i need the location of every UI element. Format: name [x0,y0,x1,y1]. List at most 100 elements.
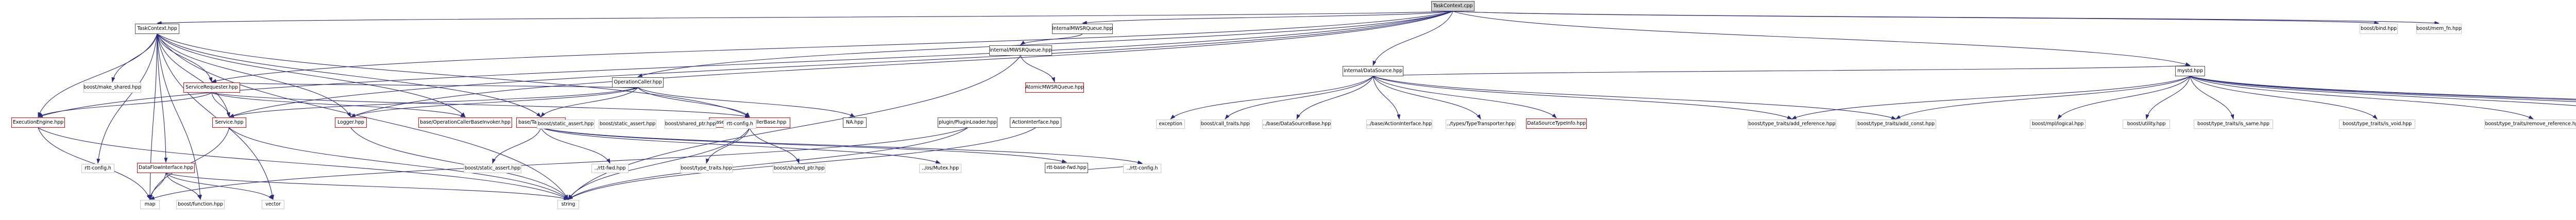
graph-node[interactable]: internal/MWSRQueue.hpp [989,45,1052,56]
graph-node[interactable]: plugin/PluginLoader.hpp [938,117,997,128]
graph-edge [229,127,569,200]
graph-node[interactable]: boost/shared_ptr.hpp [773,164,825,173]
graph-node[interactable]: boost/function.hpp [176,200,225,209]
graph-node[interactable]: boost/type_traits/is_same.hpp [2194,120,2273,129]
graph-node[interactable]: Logger.hpp [335,117,367,128]
graph-edge [111,33,158,83]
graph-node[interactable]: ExecutionEngine.hpp [11,117,65,128]
node-label: boost/type_traits/remove_reference.hpp [2485,121,2576,127]
graph-edge [2190,76,2234,120]
node-label: exception [1159,121,1182,127]
node-label: Logger.hpp [337,120,364,126]
graph-edge [540,87,638,117]
graph-root-node[interactable]: TaskContext.cpp [1431,1,1475,11]
graph-node[interactable]: rtt-config.h [723,120,756,129]
node-label: rtt-config.h [84,165,111,172]
graph-node[interactable]: DataFlowInterface.hpp [137,163,195,173]
graph-node[interactable]: InternalMWSRQueue.hpp [1052,24,1113,34]
graph-node[interactable]: map [140,200,160,209]
graph-node[interactable]: ../base/ActionInterface.hpp [1366,120,1432,129]
graph-edge [1372,76,1897,120]
graph-edge [38,127,150,200]
graph-node[interactable]: boost/mpl/logical.hpp [2030,120,2086,129]
graph-edge [2190,76,2378,120]
graph-node[interactable]: exception [1156,120,1185,129]
graph-node[interactable]: TaskContext.hpp [135,24,179,34]
graph-edge [1372,76,1481,120]
graph-edge [38,127,569,200]
node-label: internal/DataSource.hpp [1344,68,1402,74]
graph-edge [2145,76,2191,120]
node-label: InternalMWSRQueue.hpp [1052,26,1113,32]
graph-node[interactable]: boost/static_assert.hpp [599,120,656,129]
graph-node[interactable]: ActionInterface.hpp [1010,117,1061,128]
graph-node[interactable]: boost/utility.hpp [2123,120,2170,129]
graph-node[interactable]: rtt-config.h [81,164,114,173]
graph-edge [1791,76,2191,120]
graph-node[interactable]: boost/type_traits/add_reference.hpp [1748,120,1836,129]
graph-edge [157,33,750,117]
graph-edge [540,127,1067,163]
graph-node[interactable]: string [557,200,579,209]
graph-node[interactable]: boost/type_traits/is_void.hpp [2339,120,2415,129]
node-label: boost/bind.hpp [2361,26,2397,32]
node-label: boost/call_traits.hpp [1200,121,1250,127]
graph-node[interactable]: boost/type_traits/remove_reference.hpp [2484,120,2576,129]
graph-node[interactable]: ../os/Mutex.hpp [919,164,961,173]
graph-edge [1372,76,1557,119]
graph-node[interactable]: ../rtt-fwd.hpp [591,164,629,173]
graph-edge [157,33,213,83]
graph-edge [149,127,968,200]
graph-node[interactable]: mystd.hpp [2175,66,2205,76]
graph-edge [157,33,351,117]
node-label: boost/type_traits/add_const.hpp [1857,121,1935,127]
graph-edge [1020,55,1055,83]
node-label: Service.hpp [215,120,244,126]
graph-node[interactable]: boost/bind.hpp [2360,24,2398,34]
graph-edge [540,127,1143,164]
graph-edge [637,11,1453,77]
graph-node[interactable]: base/OperationCallerBaseInvoker.hpp [418,117,512,128]
graph-edge [157,33,230,118]
graph-node[interactable]: DataSourceTypeInfo.hpp [1526,119,1587,129]
graph-node[interactable]: AtomicMWSRQueue.hpp [1025,82,1084,93]
node-label: boost/type_traits/add_reference.hpp [1748,121,1836,127]
graph-edge [1372,11,1453,66]
graph-node[interactable]: boost/mem_fn.hpp [2416,24,2462,34]
graph-node[interactable]: boost/shared_ptr.hpp [665,120,716,129]
node-label: ../os/Mutex.hpp [921,165,959,172]
graph-node[interactable]: ../base/DataSourceBase.hpp [1262,120,1331,129]
graph-edge [749,127,800,164]
graph-edge [228,87,638,117]
node-label: OperationCaller.hpp [614,79,662,86]
graph-edge [350,127,569,200]
graph-node[interactable]: ../rtt-config.h [1123,164,1161,173]
graph-node[interactable]: Service.hpp [212,117,246,128]
graph-node[interactable]: boost/make_shared.hpp [83,82,141,93]
graph-edge [157,33,541,117]
graph-edge [1452,11,2191,66]
graph-edge [156,11,1453,25]
graph-node[interactable]: rtt-base-fwd.hpp [1045,163,1088,173]
graph-node[interactable]: boost/type_traits/add_const.hpp [1856,120,1936,129]
graph-node[interactable]: ../types/TypeTransporter.hpp [1446,120,1516,129]
graph-node[interactable]: NA.hpp [843,117,867,128]
node-label: plugin/PluginLoader.hpp [938,120,997,126]
graph-node[interactable]: ServiceRequester.hpp [183,82,240,93]
graph-edge [350,87,638,117]
graph-edge [1372,76,1793,120]
graph-node[interactable]: boost/static_assert.hpp [537,120,595,129]
graph-edge [1372,76,1401,120]
graph-node[interactable]: boost/type_traits.hpp [680,164,733,173]
graph-edge [568,127,750,200]
graph-node[interactable]: vector [262,200,284,209]
graph-node[interactable]: boost/static_assert.hpp [464,164,521,173]
graph-node[interactable]: boost/call_traits.hpp [1200,120,1250,129]
graph-node[interactable]: internal/DataSource.hpp [1343,66,1403,76]
graph-edge [38,92,212,117]
graph-edge [157,33,275,200]
node-label: ../rtt-config.h [1126,165,1158,172]
graph-node[interactable]: OperationCaller.hpp [612,77,664,88]
graph-edge [637,87,855,117]
node-label: NA.hpp [846,120,863,126]
